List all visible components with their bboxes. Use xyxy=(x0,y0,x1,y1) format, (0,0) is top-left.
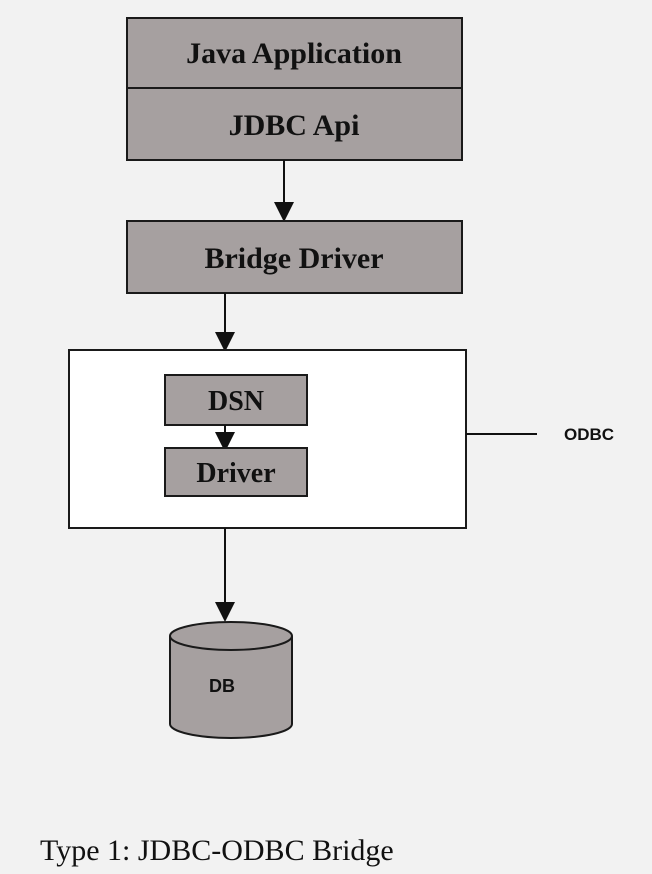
java-application-box: Java Application xyxy=(126,17,463,89)
bridge-driver-box: Bridge Driver xyxy=(126,220,463,294)
driver-label: Driver xyxy=(196,458,275,489)
bridge-driver-label: Bridge Driver xyxy=(204,242,383,275)
driver-box: Driver xyxy=(164,447,308,497)
diagram-caption: Type 1: JDBC-ODBC Bridge xyxy=(40,834,394,867)
db-label: DB xyxy=(209,676,235,696)
jdbc-api-label: JDBC Api xyxy=(229,109,360,142)
odbc-label: ODBC xyxy=(564,425,614,444)
dsn-label: DSN xyxy=(208,386,264,417)
java-application-label: Java Application xyxy=(186,37,402,70)
jdbc-api-box: JDBC Api xyxy=(126,87,463,161)
database-cylinder: DB xyxy=(169,621,293,739)
dsn-box: DSN xyxy=(164,374,308,426)
